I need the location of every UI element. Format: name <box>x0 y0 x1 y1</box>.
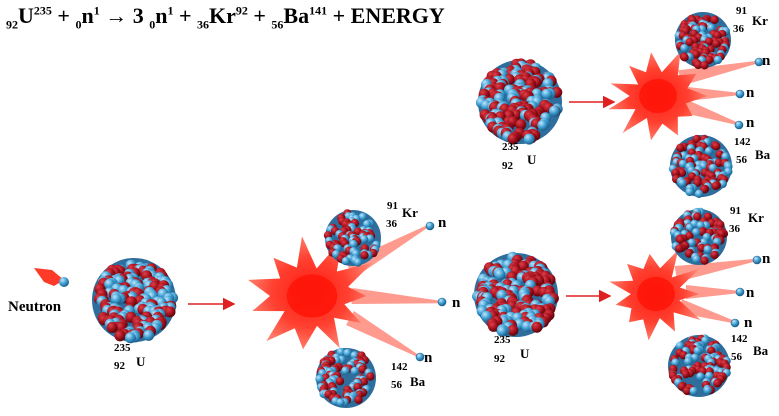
kr3-mass: 91 <box>730 205 741 217</box>
explosion-3 <box>609 249 701 341</box>
neutron-2c <box>734 120 744 130</box>
ba3-z: 56 <box>731 351 742 363</box>
kr2-mass: 91 <box>736 5 747 17</box>
krypton-nucleus-2 <box>674 12 731 70</box>
kr2-z: 36 <box>733 23 744 35</box>
ba1-symbol: Ba <box>410 374 426 389</box>
barium-nucleus-2 <box>668 134 733 198</box>
uranium-nucleus-initial <box>92 258 179 344</box>
neutron-2b <box>735 89 745 99</box>
ray-1b <box>351 288 441 304</box>
neutron-2a <box>754 57 764 67</box>
u1-z: 92 <box>114 360 125 372</box>
ba2-symbol: Ba <box>755 147 771 162</box>
kr1-z: 36 <box>386 218 397 230</box>
u3-z: 92 <box>494 353 505 365</box>
u2-symbol: U <box>527 152 537 167</box>
explosion-1 <box>248 236 373 350</box>
kr3-z: 36 <box>729 223 740 235</box>
ray-2c <box>681 99 739 126</box>
ba2-mass: 142 <box>734 136 751 148</box>
krypton-nucleus-1 <box>323 209 381 267</box>
u3-symbol: U <box>520 346 530 361</box>
u2-mass: 235 <box>502 141 519 153</box>
n3b-label: n <box>746 285 755 301</box>
barium-nucleus-1 <box>315 347 376 408</box>
uranium-nucleus-2 <box>475 58 563 145</box>
neutron-3b <box>735 287 745 297</box>
u1-mass: 235 <box>114 342 131 354</box>
uranium-nucleus-3 <box>472 251 559 337</box>
ba3-mass: 142 <box>731 333 748 345</box>
krypton-nucleus-3 <box>669 207 729 265</box>
neutron-1b <box>437 297 447 307</box>
u2-z: 92 <box>502 160 513 172</box>
neutron-3a <box>752 255 762 265</box>
kr2-symbol: Kr <box>752 13 768 28</box>
n3a-label: n <box>762 251 771 267</box>
n1a-label: n <box>438 215 447 231</box>
ray-3b <box>686 285 738 299</box>
kr3-symbol: Kr <box>748 210 764 225</box>
neutron-label: Neutron <box>8 299 62 315</box>
ray-3c <box>678 299 735 324</box>
ray-2a <box>678 60 759 86</box>
n3c-label: n <box>744 315 753 331</box>
n2c-label: n <box>746 115 755 131</box>
ba1-z: 56 <box>391 379 402 391</box>
explosion-2 <box>608 51 708 141</box>
u3-mass: 235 <box>494 334 511 346</box>
n2a-label: n <box>762 53 771 69</box>
neutron-1c <box>415 352 425 362</box>
u1-symbol: U <box>136 354 146 369</box>
ba2-z: 56 <box>736 154 747 166</box>
neutron-3c <box>730 318 740 328</box>
ba3-symbol: Ba <box>753 343 769 358</box>
kr1-symbol: Kr <box>402 205 418 220</box>
n2b-label: n <box>746 85 755 101</box>
n1c-label: n <box>424 350 433 366</box>
neutron-1a <box>425 221 435 231</box>
kr1-mass: 91 <box>387 200 398 212</box>
incoming-neutron <box>34 268 69 287</box>
fission-equation: 92U235 + 0n1 → 3 0n1 + 36Kr92 + 56Ba141 … <box>6 3 445 32</box>
barium-nucleus-3 <box>668 334 731 397</box>
ray-1c <box>346 311 419 357</box>
n1b-label: n <box>452 295 461 311</box>
ba1-mass: 142 <box>391 361 408 373</box>
